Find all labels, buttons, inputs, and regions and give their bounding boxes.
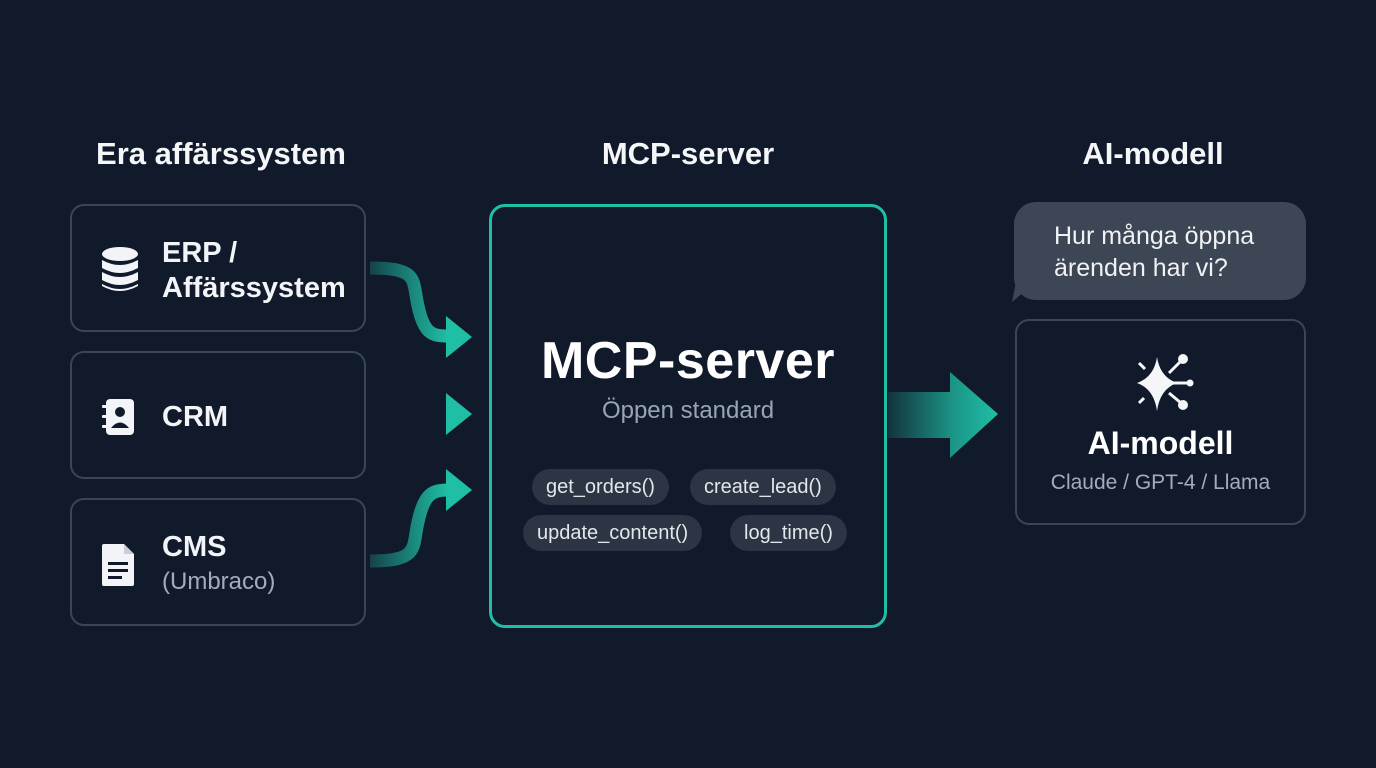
document-icon bbox=[102, 544, 134, 586]
database-icon bbox=[102, 247, 138, 291]
ai-model-title: AI-modell bbox=[1087, 425, 1234, 461]
source-cms-card: CMS (Umbraco) bbox=[70, 498, 366, 626]
sparkle-network-icon bbox=[1137, 354, 1194, 411]
arrow-crm-to-mcp bbox=[370, 393, 472, 435]
left-column-title: Era affärssystem bbox=[96, 136, 346, 171]
tool-pill-log-time: log_time() bbox=[730, 515, 847, 551]
center-column-title: MCP-server bbox=[601, 136, 775, 171]
mcp-server-title: MCP-server bbox=[540, 332, 836, 390]
tool-pill-update-content: update_content() bbox=[523, 515, 703, 551]
contacts-book-icon bbox=[102, 399, 134, 435]
arrow-cms-to-mcp bbox=[369, 469, 472, 568]
right-column-title: AI-modell bbox=[1082, 136, 1224, 171]
source-crm-label: CRM bbox=[162, 401, 229, 433]
source-crm-card: CRM bbox=[70, 351, 366, 479]
source-erp-label-line2: Affärssystem bbox=[162, 272, 346, 304]
source-erp-card: ERP / Affärssystem bbox=[70, 204, 366, 332]
mcp-server-subtitle: Öppen standard bbox=[601, 397, 775, 424]
tool-pill-create-lead: create_lead() bbox=[690, 469, 836, 505]
ai-model-card: AI-modell Claude / GPT-4 / Llama bbox=[1015, 319, 1306, 525]
source-cms-sublabel: (Umbraco) bbox=[162, 568, 276, 595]
question-speech-bubble: Hur många öppna ärenden har vi? bbox=[1014, 202, 1306, 300]
tool-pill-get-orders: get_orders() bbox=[532, 469, 669, 505]
source-erp-label-line1: ERP / bbox=[162, 237, 238, 269]
ai-model-list: Claude / GPT-4 / Llama bbox=[1050, 471, 1271, 494]
source-cms-label: CMS bbox=[162, 531, 227, 563]
arrow-erp-to-mcp bbox=[369, 261, 472, 358]
mcp-server-card: MCP-server Öppen standard get_orders() c… bbox=[489, 204, 887, 628]
arrow-mcp-to-ai bbox=[888, 372, 998, 458]
